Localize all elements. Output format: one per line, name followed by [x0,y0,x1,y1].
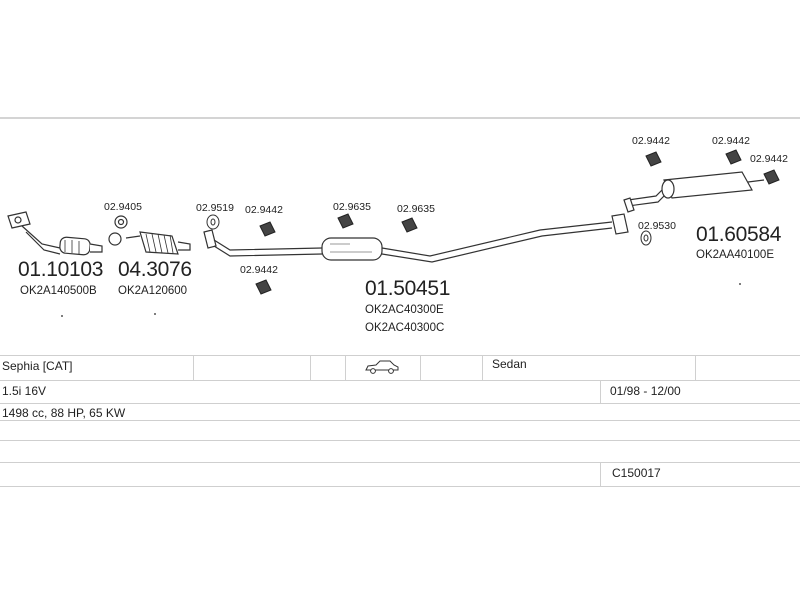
fitting-label-9442-c: 02.9442 [632,135,670,147]
reference-dots [61,283,741,317]
table-line [0,403,800,404]
part-number-catalyst: 04.3076 [118,258,192,281]
fitting-label-9442-d: 02.9442 [712,135,750,147]
table-divider [193,355,194,380]
fitting-label-9530: 02.9530 [638,220,676,232]
table-line [0,380,800,381]
table-divider [695,355,696,380]
table-divider [420,355,421,380]
front-pipe-drawing [7,211,103,256]
table-divider [600,462,601,486]
oe-number-rear-silencer: OK2AA40100E [696,249,775,261]
catalyst-drawing [108,215,191,255]
fitting-label-9635-b: 02.9635 [397,203,435,215]
sedan-car-icon [365,360,399,374]
fitting-label-9405: 02.9405 [104,201,142,213]
middle-pipe-drawing [203,213,629,263]
table-line [0,420,800,421]
table-line [0,462,800,463]
oe-number-front-pipe: OK2A140500B [20,285,97,297]
oe-number-middle-silencer-2: OK2AC40300C [365,322,445,334]
part-number-rear-silencer: 01.60584 [696,223,782,246]
part-number-front-pipe: 01.10103 [18,258,104,281]
engine-specs: 1498 cc, 88 HP, 65 KW [2,406,126,420]
engine: 1.5i 16V [2,384,47,398]
hanger-icons [255,149,780,295]
table-divider [345,355,346,380]
vehicle-model: Sephia [CAT] [2,359,73,373]
fitting-label-9442-a: 02.9442 [245,204,283,216]
table-divider [310,355,311,380]
table-line [0,440,800,441]
fitting-label-9442-e: 02.9442 [750,153,788,165]
fitting-label-9442-b: 02.9442 [240,264,278,276]
oe-number-catalyst: OK2A120600 [118,285,188,297]
body-type: Sedan [492,357,527,371]
table-divider [600,380,601,403]
catalog-code: C150017 [612,466,661,480]
fitting-label-9635-a: 02.9635 [333,201,371,213]
oe-number-middle-silencer-1: OK2AC40300E [365,304,444,316]
gasket-icons [206,214,652,246]
top-border [0,117,800,119]
table-divider [482,355,483,380]
production-years: 01/98 - 12/00 [610,384,681,398]
part-number-middle-silencer: 01.50451 [365,277,451,300]
table-line [0,355,800,356]
table-line [0,486,800,487]
rear-silencer-drawing [623,171,765,213]
fitting-label-9519: 02.9519 [196,202,234,214]
